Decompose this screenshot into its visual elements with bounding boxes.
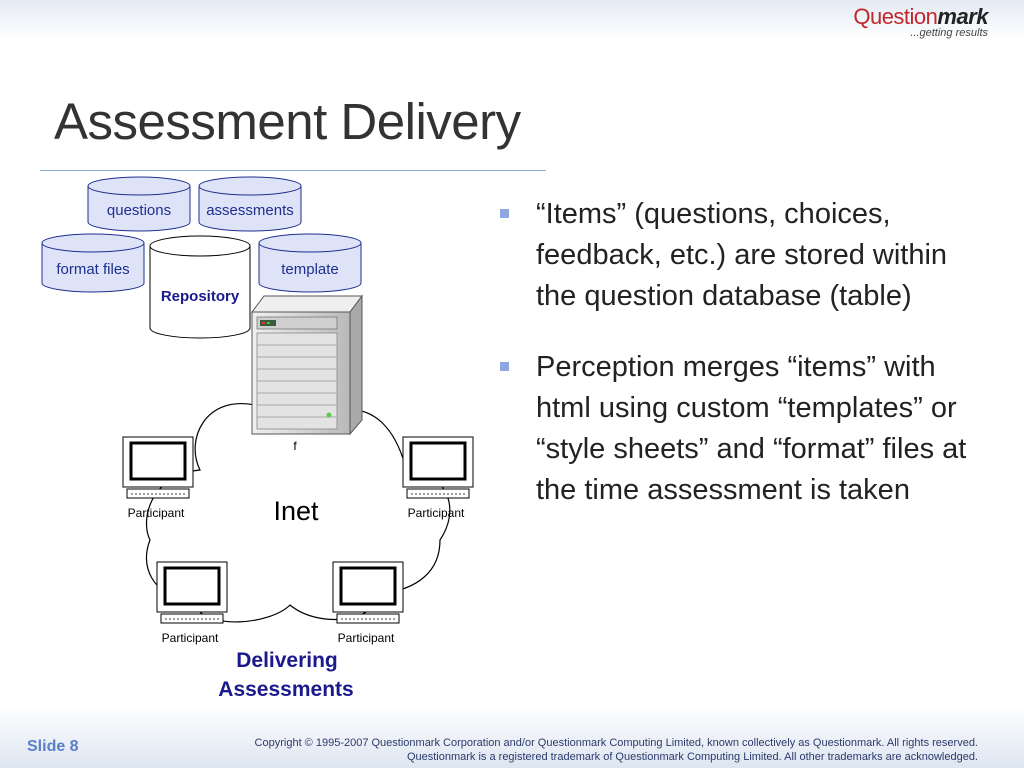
logo-brand-mark: mark [937,4,988,29]
copyright-line-2: Questionmark is a registered trademark o… [406,751,978,763]
copyright-line-1: Copyright © 1995-2007 Questionmark Corpo… [254,737,978,749]
questionmark-logo: Questionmark ...getting results [853,4,988,39]
cylinder-template: template [258,233,362,293]
bullet-item: “Items” (questions, choices, feedback, e… [500,194,990,317]
cylinder-template-label: template [281,261,339,278]
server-icon [251,294,363,436]
network-label: Inet [273,496,319,526]
cylinder-questions-label: questions [107,202,171,219]
participant-computer-icon [122,436,194,499]
footer-band [0,706,1024,768]
participant-computer-icon [402,436,474,499]
cylinder-format-files: format files [41,233,145,293]
title-divider [40,170,546,171]
bullet-item: Perception merges “items” with html usin… [500,347,990,511]
participant-computer-icon [156,561,228,624]
slide-title: Assessment Delivery [54,93,521,150]
server-label: f [293,439,297,453]
bullet-text: Perception merges “items” with html usin… [536,351,967,506]
cylinder-repository: Repository [149,235,251,339]
logo-tagline: ...getting results [910,27,988,39]
cylinder-assessments: assessments [198,176,302,232]
slide-number: Slide 8 [27,738,79,755]
bullet-square-icon [500,209,509,218]
cylinder-format-files-label: format files [56,261,129,278]
participant-computer-icon [332,561,404,624]
diagram-caption-line1: Delivering [236,649,338,672]
participant-label: Participant [162,631,219,645]
cylinder-assessments-label: assessments [206,202,294,219]
bullet-text: “Items” (questions, choices, feedback, e… [536,198,948,312]
cylinder-questions: questions [87,176,191,232]
bullet-list: “Items” (questions, choices, feedback, e… [500,194,990,541]
participant-label: Participant [408,506,465,520]
copyright-notice: Copyright © 1995-2007 Questionmark Corpo… [255,736,978,764]
header-band [0,0,1024,40]
bullet-square-icon [500,362,509,371]
logo-brand-question: Question [853,4,938,29]
cylinder-repository-label: Repository [161,288,240,305]
participant-label: Participant [338,631,395,645]
diagram-caption-line2: Assessments [218,678,353,701]
participant-label: Participant [128,506,185,520]
